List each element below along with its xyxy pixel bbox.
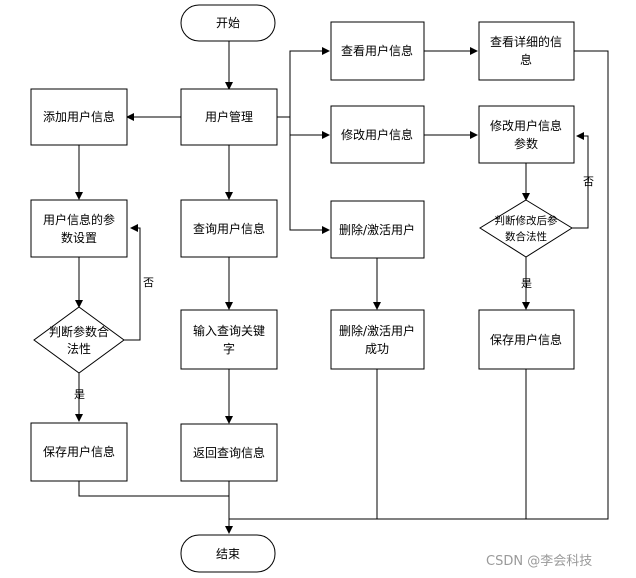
- edge-judge-right-no-back: [572, 132, 589, 229]
- watermark: CSDN @李会科技: [486, 554, 592, 569]
- end-label: 结束: [216, 547, 240, 561]
- param-setting-node: 用户信息的参 数设置: [30, 199, 128, 258]
- save-right-node: 保存用户信息: [478, 309, 575, 370]
- delete-success-node: 删除/激活用户 成功: [330, 309, 425, 370]
- judge-left-label-line1: 判断参数合: [49, 324, 109, 339]
- modify-param-label-line2: 参数: [514, 136, 538, 151]
- add-user-label: 添加用户信息: [43, 109, 115, 124]
- return-query-node: 返回查询信息: [180, 423, 278, 482]
- add-user-node: 添加用户信息: [30, 88, 128, 146]
- view-detail-label-line1: 查看详细的信: [490, 34, 562, 49]
- delete-success-label-line2: 成功: [365, 342, 389, 356]
- judge-right-label-line2: 数合法性: [505, 230, 547, 243]
- view-user-label: 查看用户信息: [341, 43, 413, 58]
- edge-user-mgmt-to-view: [277, 47, 330, 118]
- delete-user-node: 删除/激活用户: [330, 200, 425, 259]
- modify-user-node: 修改用户信息: [330, 105, 425, 164]
- edge-label-no-right: 否: [583, 175, 594, 188]
- edge-label-yes-left: 是: [74, 388, 85, 401]
- judge-left-node: 判断参数合 法性: [33, 306, 125, 374]
- save-left-node: 保存用户信息: [30, 422, 128, 482]
- start-label: 开始: [216, 16, 240, 30]
- edge-detail-to-end: [229, 50, 609, 520]
- judge-right-node: 判断修改后参 数合法性: [479, 199, 573, 258]
- modify-user-label: 修改用户信息: [341, 127, 413, 142]
- query-user-node: 查询用户信息: [180, 199, 278, 258]
- end-node: 结束: [180, 534, 276, 573]
- view-detail-node: 查看详细的信 息: [478, 21, 575, 81]
- return-query-label: 返回查询信息: [193, 445, 265, 460]
- start-node: 开始: [180, 4, 276, 42]
- input-keyword-label-line1: 输入查询关键: [193, 323, 265, 338]
- modify-param-label-line1: 修改用户信息: [490, 118, 562, 133]
- judge-left-label-line2: 法性: [67, 342, 91, 356]
- param-setting-label-line1: 用户信息的参: [43, 212, 115, 227]
- user-mgmt-node: 用户管理: [180, 88, 278, 146]
- edge-user-mgmt-to-delete: [289, 135, 330, 234]
- input-keyword-node: 输入查询关键 字: [180, 309, 278, 370]
- user-mgmt-label: 用户管理: [205, 109, 253, 124]
- judge-right-label-line1: 判断修改后参: [495, 214, 558, 227]
- edge-user-mgmt-to-modify: [289, 117, 330, 139]
- save-left-label: 保存用户信息: [43, 444, 115, 459]
- query-user-label: 查询用户信息: [193, 221, 265, 236]
- modify-param-node: 修改用户信息 参数: [478, 105, 575, 164]
- input-keyword-label-line2: 字: [223, 341, 235, 356]
- view-user-node: 查看用户信息: [330, 21, 425, 81]
- view-detail-label-line2: 息: [520, 52, 532, 67]
- edge-label-yes-right: 是: [521, 277, 532, 290]
- edge-save-left-to-end: [78, 481, 229, 497]
- delete-user-label: 删除/激活用户: [339, 222, 415, 237]
- save-right-label: 保存用户信息: [490, 332, 562, 347]
- param-setting-label-line2: 数设置: [61, 230, 97, 245]
- edges: [75, 41, 609, 534]
- edge-judge-no-back: [124, 224, 141, 341]
- delete-success-label-line1: 删除/激活用户: [339, 323, 415, 338]
- edge-label-no-left: 否: [143, 276, 154, 289]
